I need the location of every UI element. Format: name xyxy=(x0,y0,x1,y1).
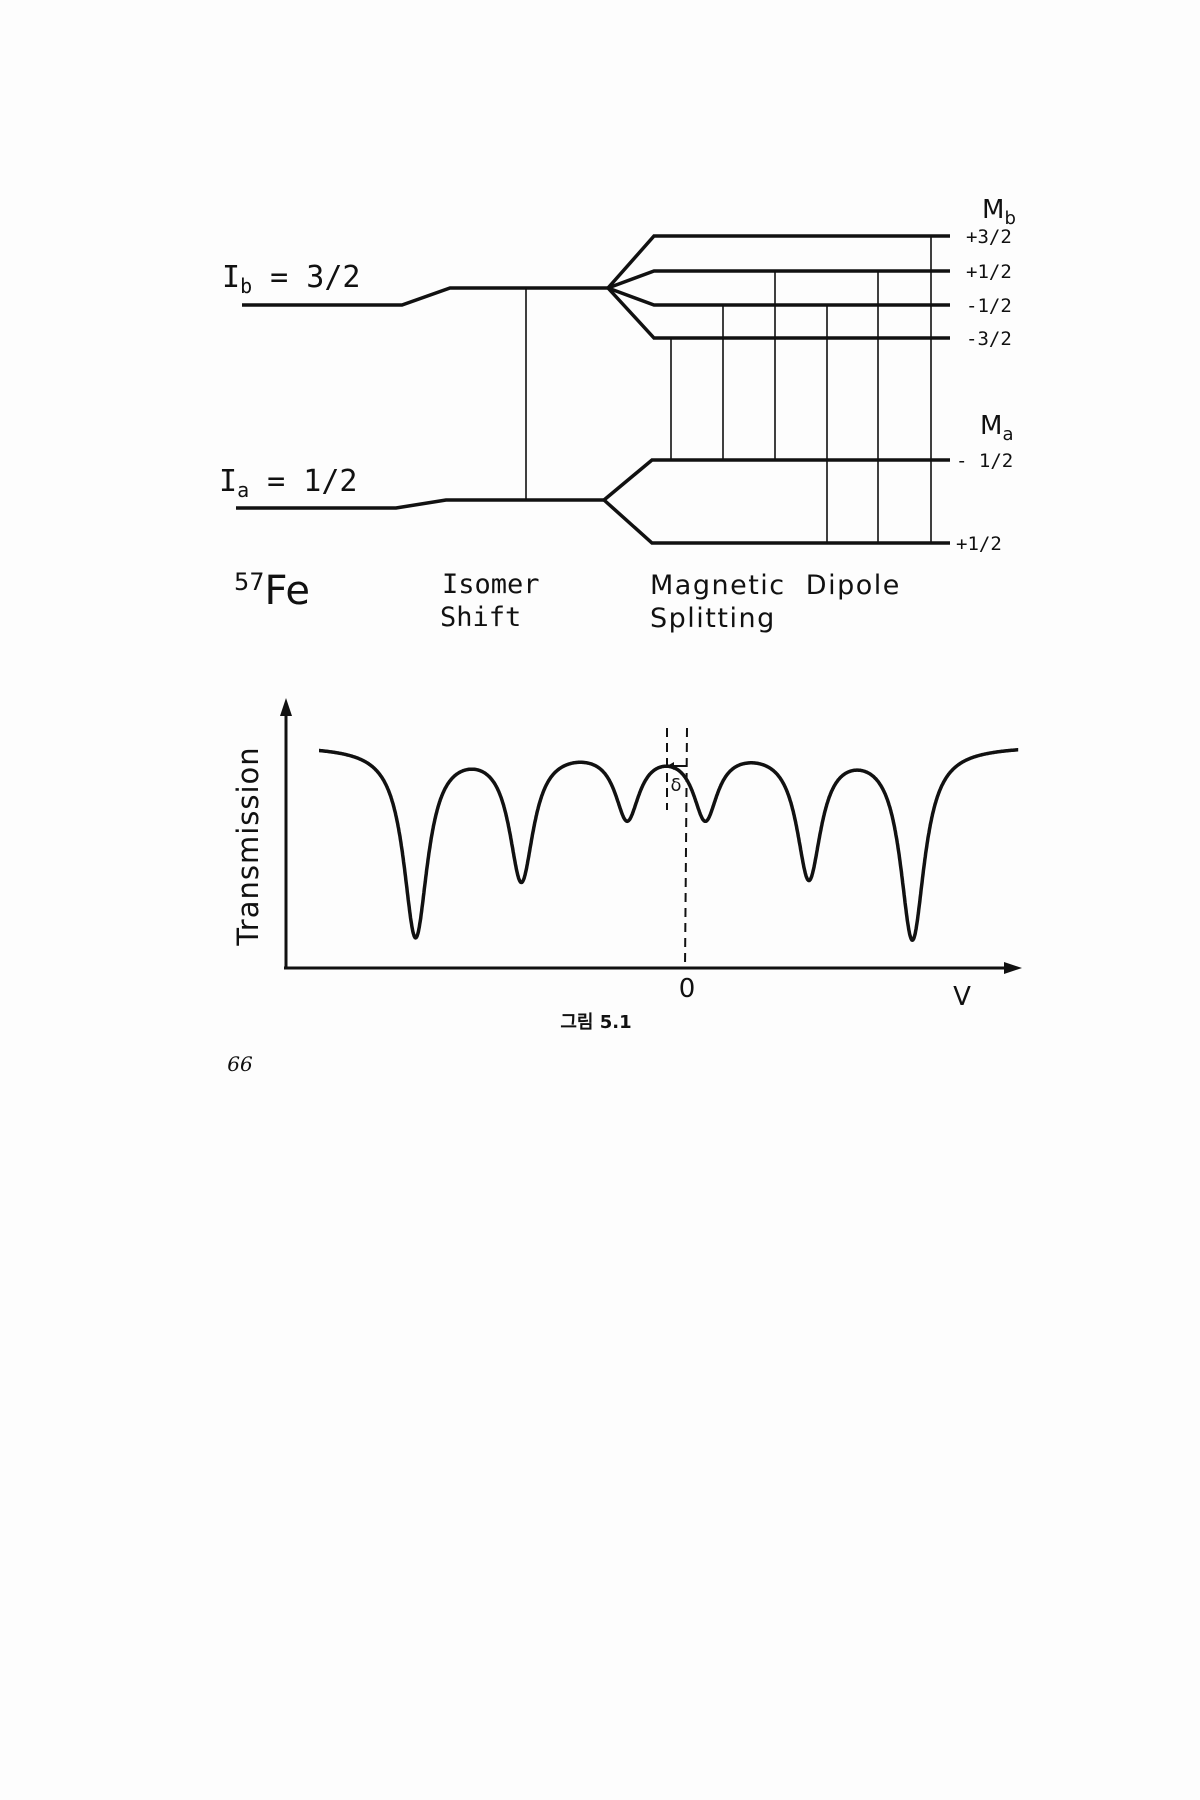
mb-level-line xyxy=(607,269,950,290)
y-axis-label: Transmission xyxy=(231,746,265,946)
dip-marks xyxy=(416,821,913,940)
mb-level-label: +1/2 xyxy=(966,261,1012,283)
excited-state-label: Ib = 3/2 xyxy=(222,260,360,298)
ma-level-label: - 1/2 xyxy=(956,450,1013,472)
isotope-label: 57Fe xyxy=(234,568,310,614)
ma-levels: - 1/2 +1/2 xyxy=(602,450,1013,555)
magnetic-label-1: Magnetic Dipole xyxy=(650,570,901,601)
ma-level-label: +1/2 xyxy=(956,533,1002,555)
ma-level-line xyxy=(602,498,950,545)
mb-label: Mb xyxy=(982,195,1016,229)
spectrum-line xyxy=(319,748,1019,943)
mossbauer-spectrum: δ 0 V Transmission xyxy=(231,698,1022,1012)
mb-level-line xyxy=(606,286,950,340)
mb-level-label: +3/2 xyxy=(966,226,1012,248)
page-number: 66 xyxy=(227,1052,253,1076)
diagram-labels: Ib = 3/2 Ia = 1/2 Mb Ma 57Fe Isomer Shif… xyxy=(219,195,1016,634)
isomer-shift-label-1: Isomer xyxy=(442,569,540,600)
delta-label: δ xyxy=(670,775,681,796)
ground-state-label: Ia = 1/2 xyxy=(219,464,357,502)
magnetic-label-2: Splitting xyxy=(650,603,776,634)
mb-level-label: -1/2 xyxy=(966,295,1012,317)
x-axis-label: V xyxy=(953,982,971,1012)
energy-level-diagram: +3/2 +1/2 -1/2 -3/2 - 1/2 +1/2 xyxy=(236,226,1013,555)
ma-level-line xyxy=(602,458,950,502)
y-axis-arrow xyxy=(280,698,292,716)
mb-level-line xyxy=(606,234,950,290)
mb-levels: +3/2 +1/2 -1/2 -3/2 xyxy=(606,226,1012,350)
x-axis-arrow xyxy=(1004,962,1022,974)
figure-caption: 그림 5.1 xyxy=(560,1012,631,1033)
zero-dashed-line xyxy=(684,727,688,969)
mb-level-line xyxy=(607,286,950,307)
ground-level-unsplit xyxy=(236,498,604,510)
isomer-shift-label-2: Shift xyxy=(440,602,521,633)
ma-label: Ma xyxy=(980,411,1013,445)
transitions xyxy=(670,236,932,543)
x-tick-zero: 0 xyxy=(679,974,696,1004)
mb-level-label: -3/2 xyxy=(966,328,1012,350)
excited-level-unsplit xyxy=(242,286,608,307)
